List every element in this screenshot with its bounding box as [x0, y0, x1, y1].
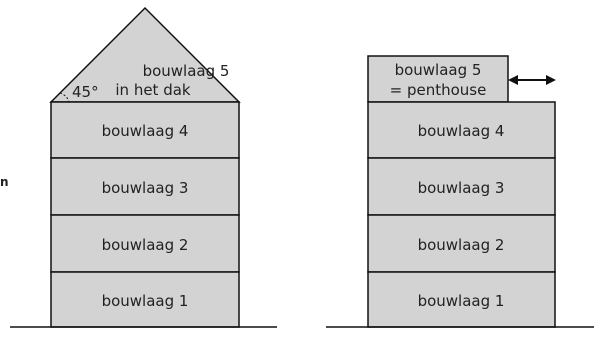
left-floor-4-label: bouwlaag 4 — [102, 122, 189, 140]
left-floor-1-label: bouwlaag 1 — [102, 292, 189, 310]
roof-angle-label: 45° — [72, 83, 99, 101]
right-floor-4-label: bouwlaag 4 — [418, 122, 505, 140]
left-building: 45° bouwlaag 5 in het dak bouwlaag 4 bou… — [10, 6, 277, 328]
roof-label-line2: in het dak — [115, 81, 191, 99]
right-floor-3-label: bouwlaag 3 — [418, 179, 505, 197]
left-floor-2-label: bouwlaag 2 — [102, 236, 189, 254]
right-floor-1-label: bouwlaag 1 — [418, 292, 505, 310]
left-floor-2 — [50, 214, 240, 273]
right-building: bouwlaag 5 = penthouse bouwlaag 4 bouwla… — [326, 55, 594, 328]
roof-label-line1: bouwlaag 5 — [143, 62, 230, 80]
right-floor-2 — [367, 214, 556, 273]
cropped-side-text: n — [0, 175, 9, 189]
penthouse-label-line1: bouwlaag 5 — [395, 61, 482, 79]
penthouse — [367, 55, 509, 103]
left-floor-3-label: bouwlaag 3 — [102, 179, 189, 197]
left-floor-4 — [50, 101, 240, 159]
right-floor-1 — [367, 271, 556, 328]
left-floor-1 — [50, 271, 240, 328]
double-arrow-icon — [508, 75, 556, 85]
right-floor-2-label: bouwlaag 2 — [418, 236, 505, 254]
right-floor-3 — [367, 157, 556, 216]
penthouse-label-line2: = penthouse — [390, 81, 487, 99]
